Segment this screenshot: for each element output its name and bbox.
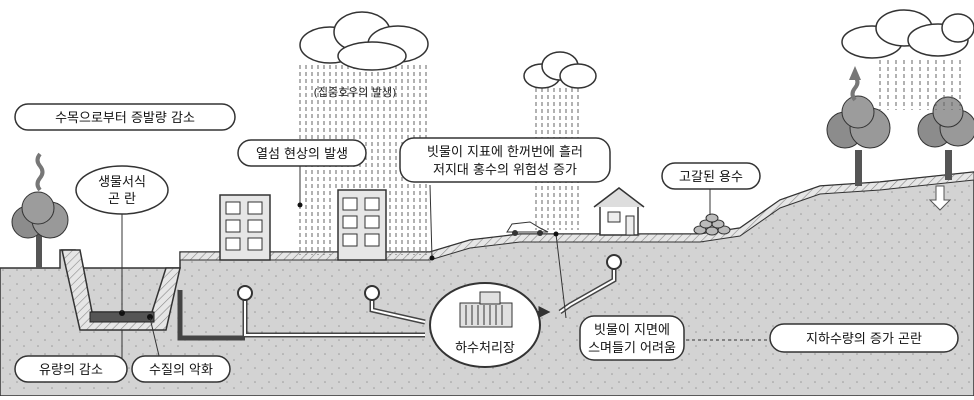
- callout-heat-island: 열섬 현상의 발생: [237, 139, 367, 167]
- svg-text:고갈된 용수: 고갈된 용수: [679, 170, 743, 185]
- svg-text:생물서식: 생물서식: [98, 175, 146, 190]
- building-left: [219, 194, 271, 261]
- leader-lines: [121, 165, 780, 361]
- stones: [693, 213, 731, 236]
- callout-infiltration: 빗물이 지면에 스며들기 어려움: [579, 315, 685, 361]
- evaporation-wisp: [35, 152, 45, 192]
- cloud-center: [299, 11, 429, 71]
- river-channel: [61, 249, 181, 331]
- rain-right: [879, 60, 961, 110]
- building-right: [337, 189, 387, 261]
- svg-text:지하수량의 증가 곤란: 지하수량의 증가 곤란: [806, 332, 922, 347]
- marker-dot: [297, 202, 303, 208]
- callout-runoff: 빗물이 지표에 한꺼번에 흘러 저지대 홍수의 위험성 증가: [399, 137, 611, 183]
- svg-text:곤 란: 곤 란: [108, 192, 136, 207]
- callout-habitat: 생물서식 곤 란: [75, 165, 169, 215]
- car: [506, 221, 549, 236]
- treatment-plant: 하수처리장: [429, 282, 541, 368]
- marker-dot: [429, 255, 435, 261]
- tree-right-1: [826, 95, 891, 186]
- marker-dot: [147, 314, 153, 320]
- manhole: [237, 285, 253, 301]
- svg-text:저지대 홍수의 위험성 증가: 저지대 홍수의 위험성 증가: [433, 163, 577, 178]
- marker-dot: [119, 310, 125, 316]
- marker-dot: [553, 231, 559, 237]
- cloud-middle: [523, 51, 597, 89]
- downpour-caption: (집중호우의 발생): [314, 86, 397, 99]
- callout-flow: 유량의 감소: [14, 355, 128, 383]
- cloud-right: [841, 9, 974, 59]
- down-arrow-icon: [928, 185, 952, 211]
- tree-left: [11, 191, 69, 268]
- svg-text:빗물이 지표에 한꺼번에 흘러: 빗물이 지표에 한꺼번에 흘러: [427, 145, 583, 160]
- svg-text:수목으로부터 증발량 감소: 수목으로부터 증발량 감소: [55, 111, 195, 126]
- up-arrow-icon: [849, 66, 861, 80]
- svg-text:수질의 악화: 수질의 악화: [149, 363, 213, 378]
- callout-evapotranspiration: 수목으로부터 증발량 감소: [14, 103, 236, 131]
- callout-water-quality: 수질의 악화: [131, 355, 231, 383]
- tree-right-2: [917, 96, 974, 180]
- svg-text:빗물이 지면에: 빗물이 지면에: [594, 323, 670, 338]
- svg-text:열섬 현상의 발생: 열섬 현상의 발생: [256, 147, 348, 162]
- manhole: [606, 254, 622, 270]
- manhole: [364, 285, 380, 301]
- svg-text:유량의 감소: 유량의 감소: [39, 363, 103, 378]
- house: [593, 187, 645, 236]
- treatment-plant-label: 하수처리장: [455, 341, 515, 356]
- svg-text:스며들기 어려움: 스며들기 어려움: [588, 341, 676, 356]
- callout-springs: 고갈된 용수: [661, 162, 761, 190]
- callout-groundwater: 지하수량의 증가 곤란: [769, 323, 959, 353]
